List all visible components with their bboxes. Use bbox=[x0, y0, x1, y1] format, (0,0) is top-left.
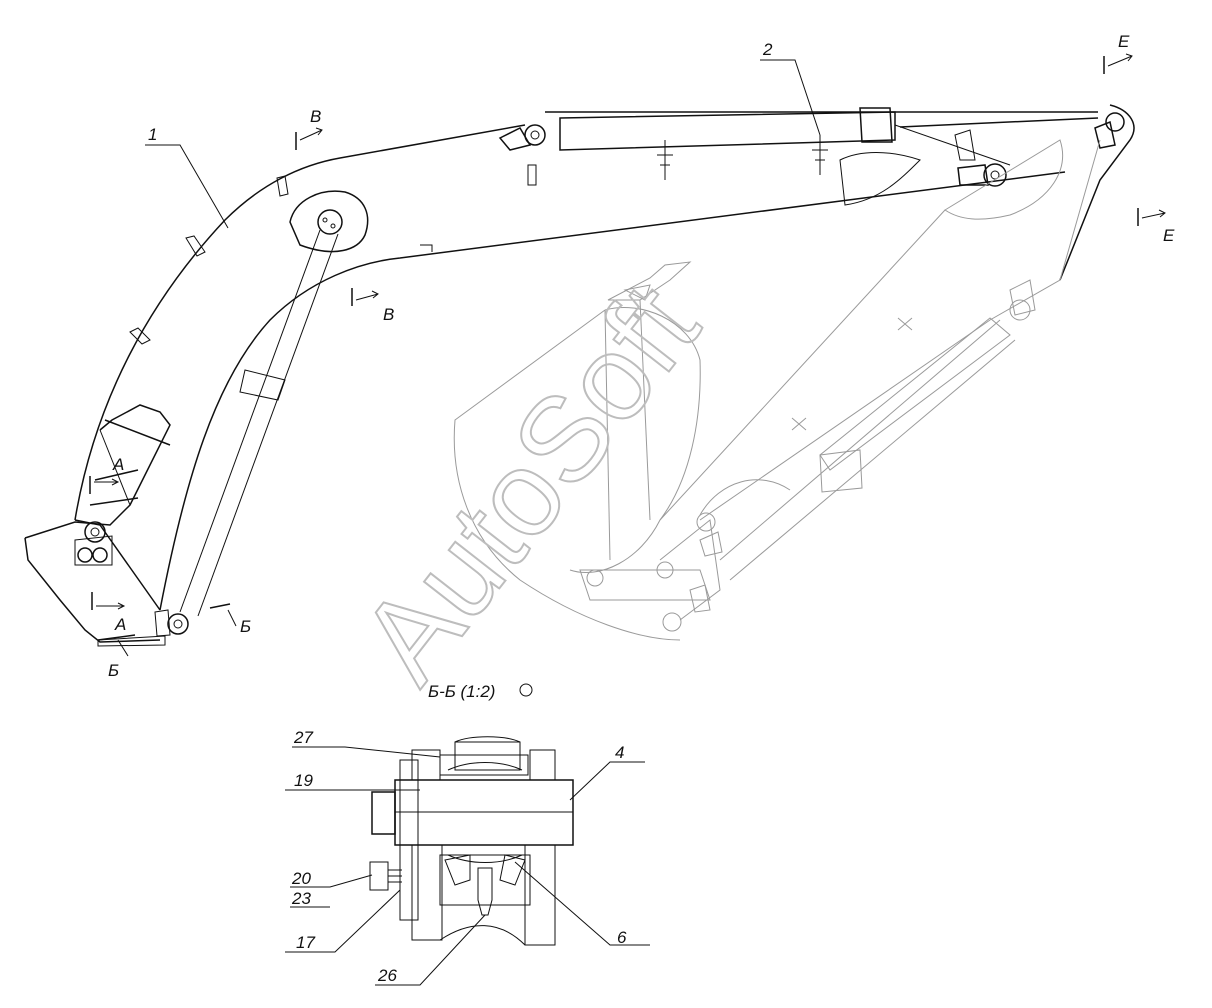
label-part-17: 17 bbox=[296, 933, 315, 952]
section-label-e-right: Е bbox=[1163, 226, 1175, 245]
stick-top-pivot bbox=[1094, 112, 1125, 149]
section-title: Б-Б (1:2) bbox=[428, 682, 495, 701]
section-markers bbox=[89, 53, 1166, 657]
label-part-26: 26 bbox=[377, 966, 397, 985]
section-label-v-bottom: В bbox=[383, 305, 394, 324]
section-label-b-right: Б bbox=[240, 617, 251, 636]
label-part-1: 1 bbox=[148, 125, 157, 144]
section-label-a-bottom: А bbox=[114, 615, 126, 634]
leaders-main bbox=[145, 59, 821, 229]
boom bbox=[24, 104, 1135, 647]
label-part-27: 27 bbox=[293, 728, 313, 747]
part-labels: 1 2 4 6 17 19 20 23 26 27 bbox=[148, 40, 773, 985]
boom-pivot bbox=[289, 190, 369, 253]
label-part-2: 2 bbox=[762, 40, 773, 59]
section-label-v-top: В bbox=[310, 107, 321, 126]
section-label-e-top: Е bbox=[1118, 32, 1130, 51]
section-detail bbox=[285, 683, 650, 986]
ghost-stick bbox=[659, 139, 1101, 581]
lower-pivot-lugs bbox=[74, 521, 113, 566]
label-part-23: 23 bbox=[291, 889, 311, 908]
section-labels: А А Б Б В В Е Е Б-Б (1:2) bbox=[108, 32, 1175, 701]
label-part-4: 4 bbox=[615, 743, 624, 762]
label-part-19: 19 bbox=[294, 771, 313, 790]
label-part-6: 6 bbox=[617, 928, 627, 947]
dipper-cylinder bbox=[498, 107, 1011, 206]
section-label-b-left: Б bbox=[108, 661, 119, 680]
label-part-20: 20 bbox=[291, 869, 311, 888]
section-label-a-top: А bbox=[112, 455, 124, 474]
boom-cylinder bbox=[154, 229, 339, 637]
ghost-bucket bbox=[453, 261, 791, 641]
